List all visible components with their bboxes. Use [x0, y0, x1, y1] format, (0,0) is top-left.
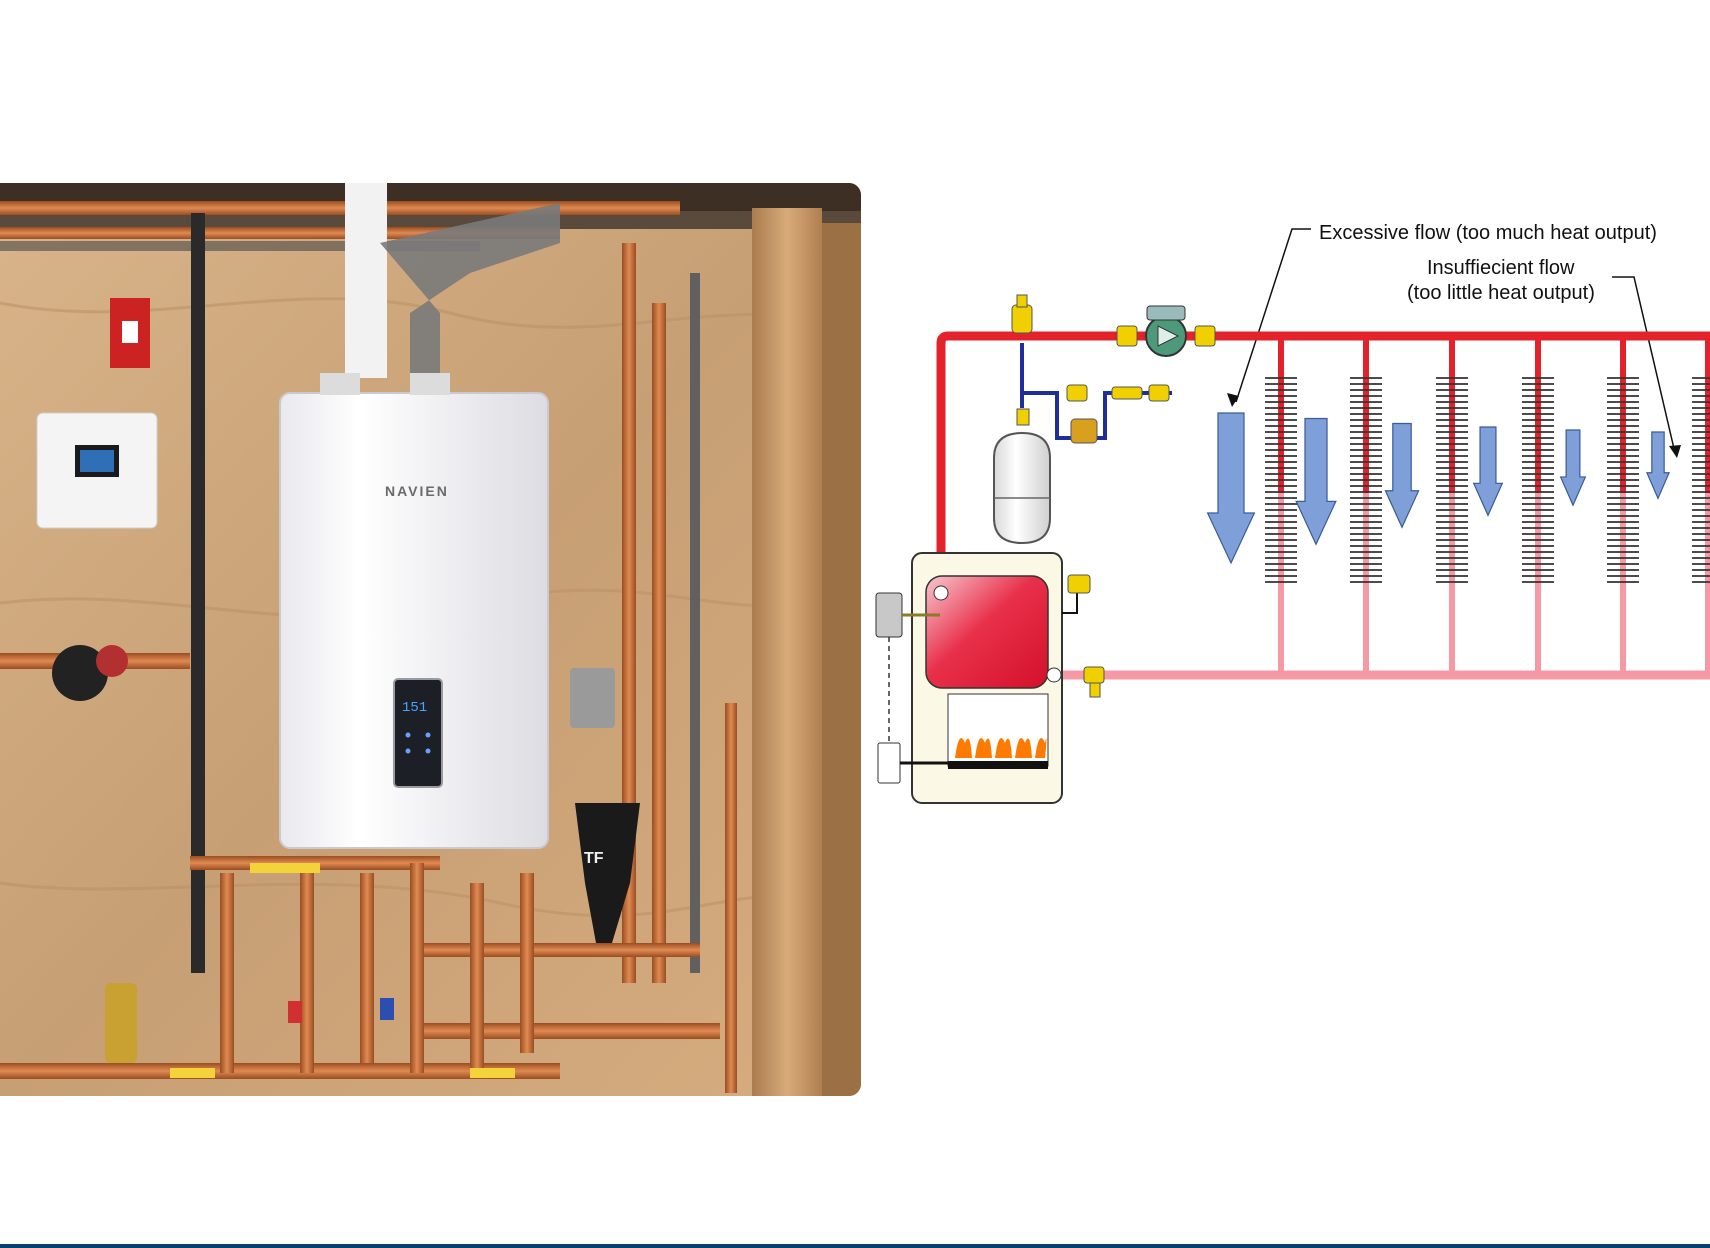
return-inlet-icon	[1046, 667, 1062, 683]
bottom-divider-bar	[0, 1244, 1710, 1248]
flow-distribution-diagram: Excessive flow (too much heat output) In…	[862, 183, 1710, 823]
baseboard-fins	[1265, 377, 1297, 583]
radiator-branches	[1206, 336, 1710, 675]
backflow-preventer-icon	[1111, 386, 1143, 400]
boiler-brand-label: NAVIEN	[385, 483, 449, 499]
relief-valve-icon	[1067, 574, 1091, 594]
separator-marking: TF	[584, 850, 604, 867]
burner-flame-icon	[955, 738, 1047, 758]
flow-rate-arrow	[1645, 431, 1671, 500]
flow-rate-arrow	[1384, 422, 1420, 529]
flow-rate-arrow	[1206, 412, 1256, 565]
expansion-tank-icon	[993, 431, 1051, 545]
annotation-excessive-flow: Excessive flow (too much heat output)	[1319, 222, 1657, 244]
photo-illustration: NAVIEN 151 TF	[0, 183, 861, 1096]
boiler-control-box-icon	[875, 592, 903, 638]
boiler-display-readout: 151	[402, 700, 427, 716]
leader-arrowhead-insufficient	[1669, 445, 1681, 458]
annotation-insufficient-flow: Insuffiecient flow	[1427, 257, 1575, 279]
isolation-flange-right-icon	[1194, 325, 1216, 347]
leader-arrowhead-excessive	[1227, 393, 1239, 407]
flow-rate-arrow	[1472, 426, 1504, 517]
baseboard-fins	[1607, 377, 1639, 583]
boiler-heat-exchanger-icon	[925, 575, 1049, 689]
fill-valve-icon	[1066, 384, 1088, 402]
return-valve-icon	[1083, 666, 1105, 684]
supply-main-pipe	[936, 331, 1710, 596]
baseboard-fins	[1350, 377, 1382, 583]
pump-motor-icon	[1146, 305, 1186, 321]
boiler-installation-photo: NAVIEN 151 TF	[0, 183, 861, 1096]
gas-valve-icon	[877, 742, 901, 784]
flow-rate-arrow	[1559, 429, 1587, 507]
expansion-tank-valve-icon	[1016, 408, 1030, 426]
air-vent-icon	[1011, 304, 1033, 334]
burner-bar-icon	[948, 761, 1048, 769]
isolation-flange-left-icon	[1116, 325, 1138, 347]
leader-line-insufficient	[1612, 276, 1676, 454]
baseboard-fins	[1436, 377, 1468, 583]
shutoff-valve-icon	[1148, 384, 1170, 402]
pressure-reducing-valve-icon	[1070, 418, 1098, 444]
baseboard-fins	[1522, 377, 1554, 583]
annotation-too-little-heat: (too little heat output)	[1407, 282, 1595, 304]
supply-outlet-icon	[933, 585, 949, 601]
flow-rate-arrow	[1295, 417, 1337, 546]
diagram-canvas: Excessive flow (too much heat output) In…	[875, 222, 1710, 804]
leader-line-excessive	[1235, 228, 1311, 403]
baseboard-fins	[1692, 377, 1710, 583]
